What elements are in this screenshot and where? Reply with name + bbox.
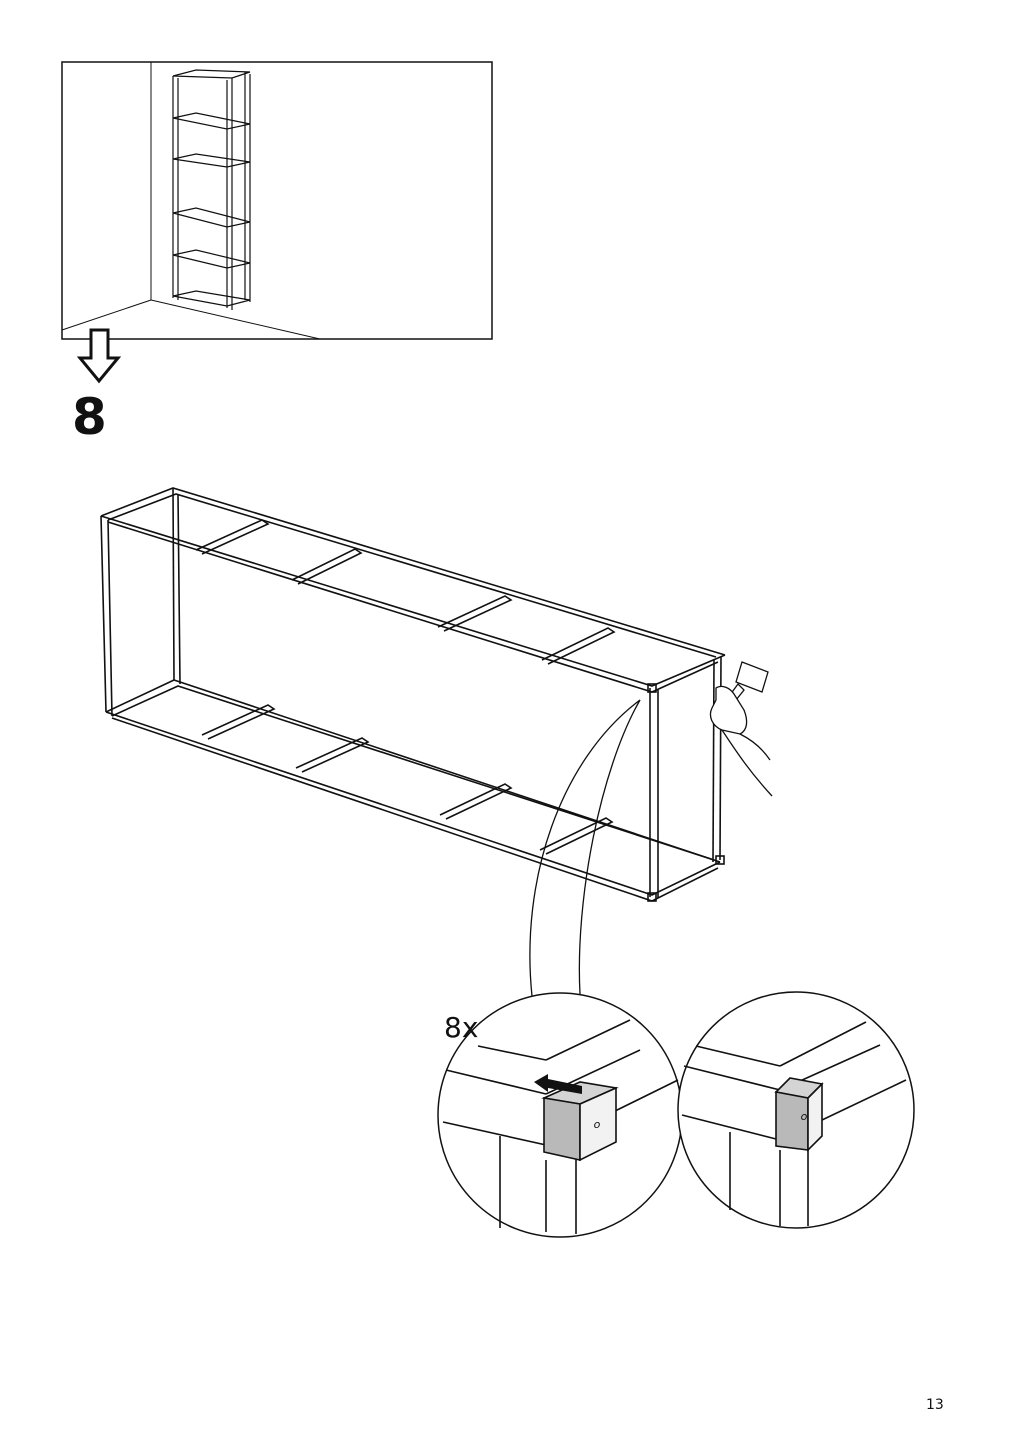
detail-circle-after: o xyxy=(677,991,915,1229)
end-cap-installed: o xyxy=(774,1077,824,1152)
room-corner xyxy=(61,62,321,340)
long-frame xyxy=(100,487,726,902)
inset-frame xyxy=(61,61,493,340)
cap-mark-installed: o xyxy=(801,1110,808,1123)
overview-inset xyxy=(61,61,493,340)
down-arrow-icon xyxy=(76,328,122,384)
detail-circle-before: o xyxy=(437,992,683,1238)
detail-callout-lines xyxy=(529,699,641,997)
cap-mark: o xyxy=(594,1118,601,1131)
mallet-hand-icon xyxy=(709,661,773,797)
quantity-label: 8x xyxy=(444,1011,479,1044)
step-number: 8 xyxy=(72,388,107,446)
push-arrow-icon xyxy=(534,1074,582,1094)
tall-shelf-unit xyxy=(172,69,251,310)
page-number: 13 xyxy=(926,1397,944,1413)
